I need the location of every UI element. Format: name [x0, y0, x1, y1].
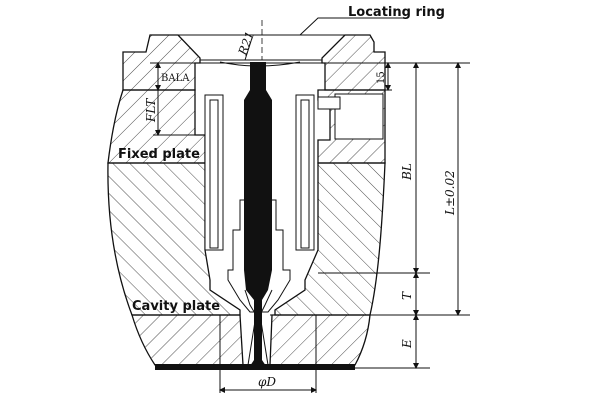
dim-e: E [400, 339, 414, 349]
manifold-plate [107, 162, 386, 316]
dim-t: T [400, 291, 414, 300]
part-surface [155, 364, 355, 370]
thermocouple-connector [317, 96, 341, 110]
nozzle [219, 61, 301, 366]
dim-l: L±0.02 [443, 170, 457, 216]
dim-bl: BL [400, 163, 414, 181]
label-fixed-plate: Fixed plate [118, 147, 200, 162]
dim-ring-depth: 15 [376, 71, 387, 84]
label-cavity-plate: Cavity plate [132, 299, 220, 314]
dim-bala: BALA [161, 73, 190, 84]
cavity-plate [131, 314, 371, 370]
dimension-lines [150, 17, 470, 393]
dim-flt: FLT [144, 98, 158, 123]
label-locating-ring: Locating ring [348, 5, 445, 20]
dim-d: φD [258, 375, 276, 389]
dim-radius: R21 [235, 29, 257, 58]
heater-sleeves [204, 94, 341, 251]
